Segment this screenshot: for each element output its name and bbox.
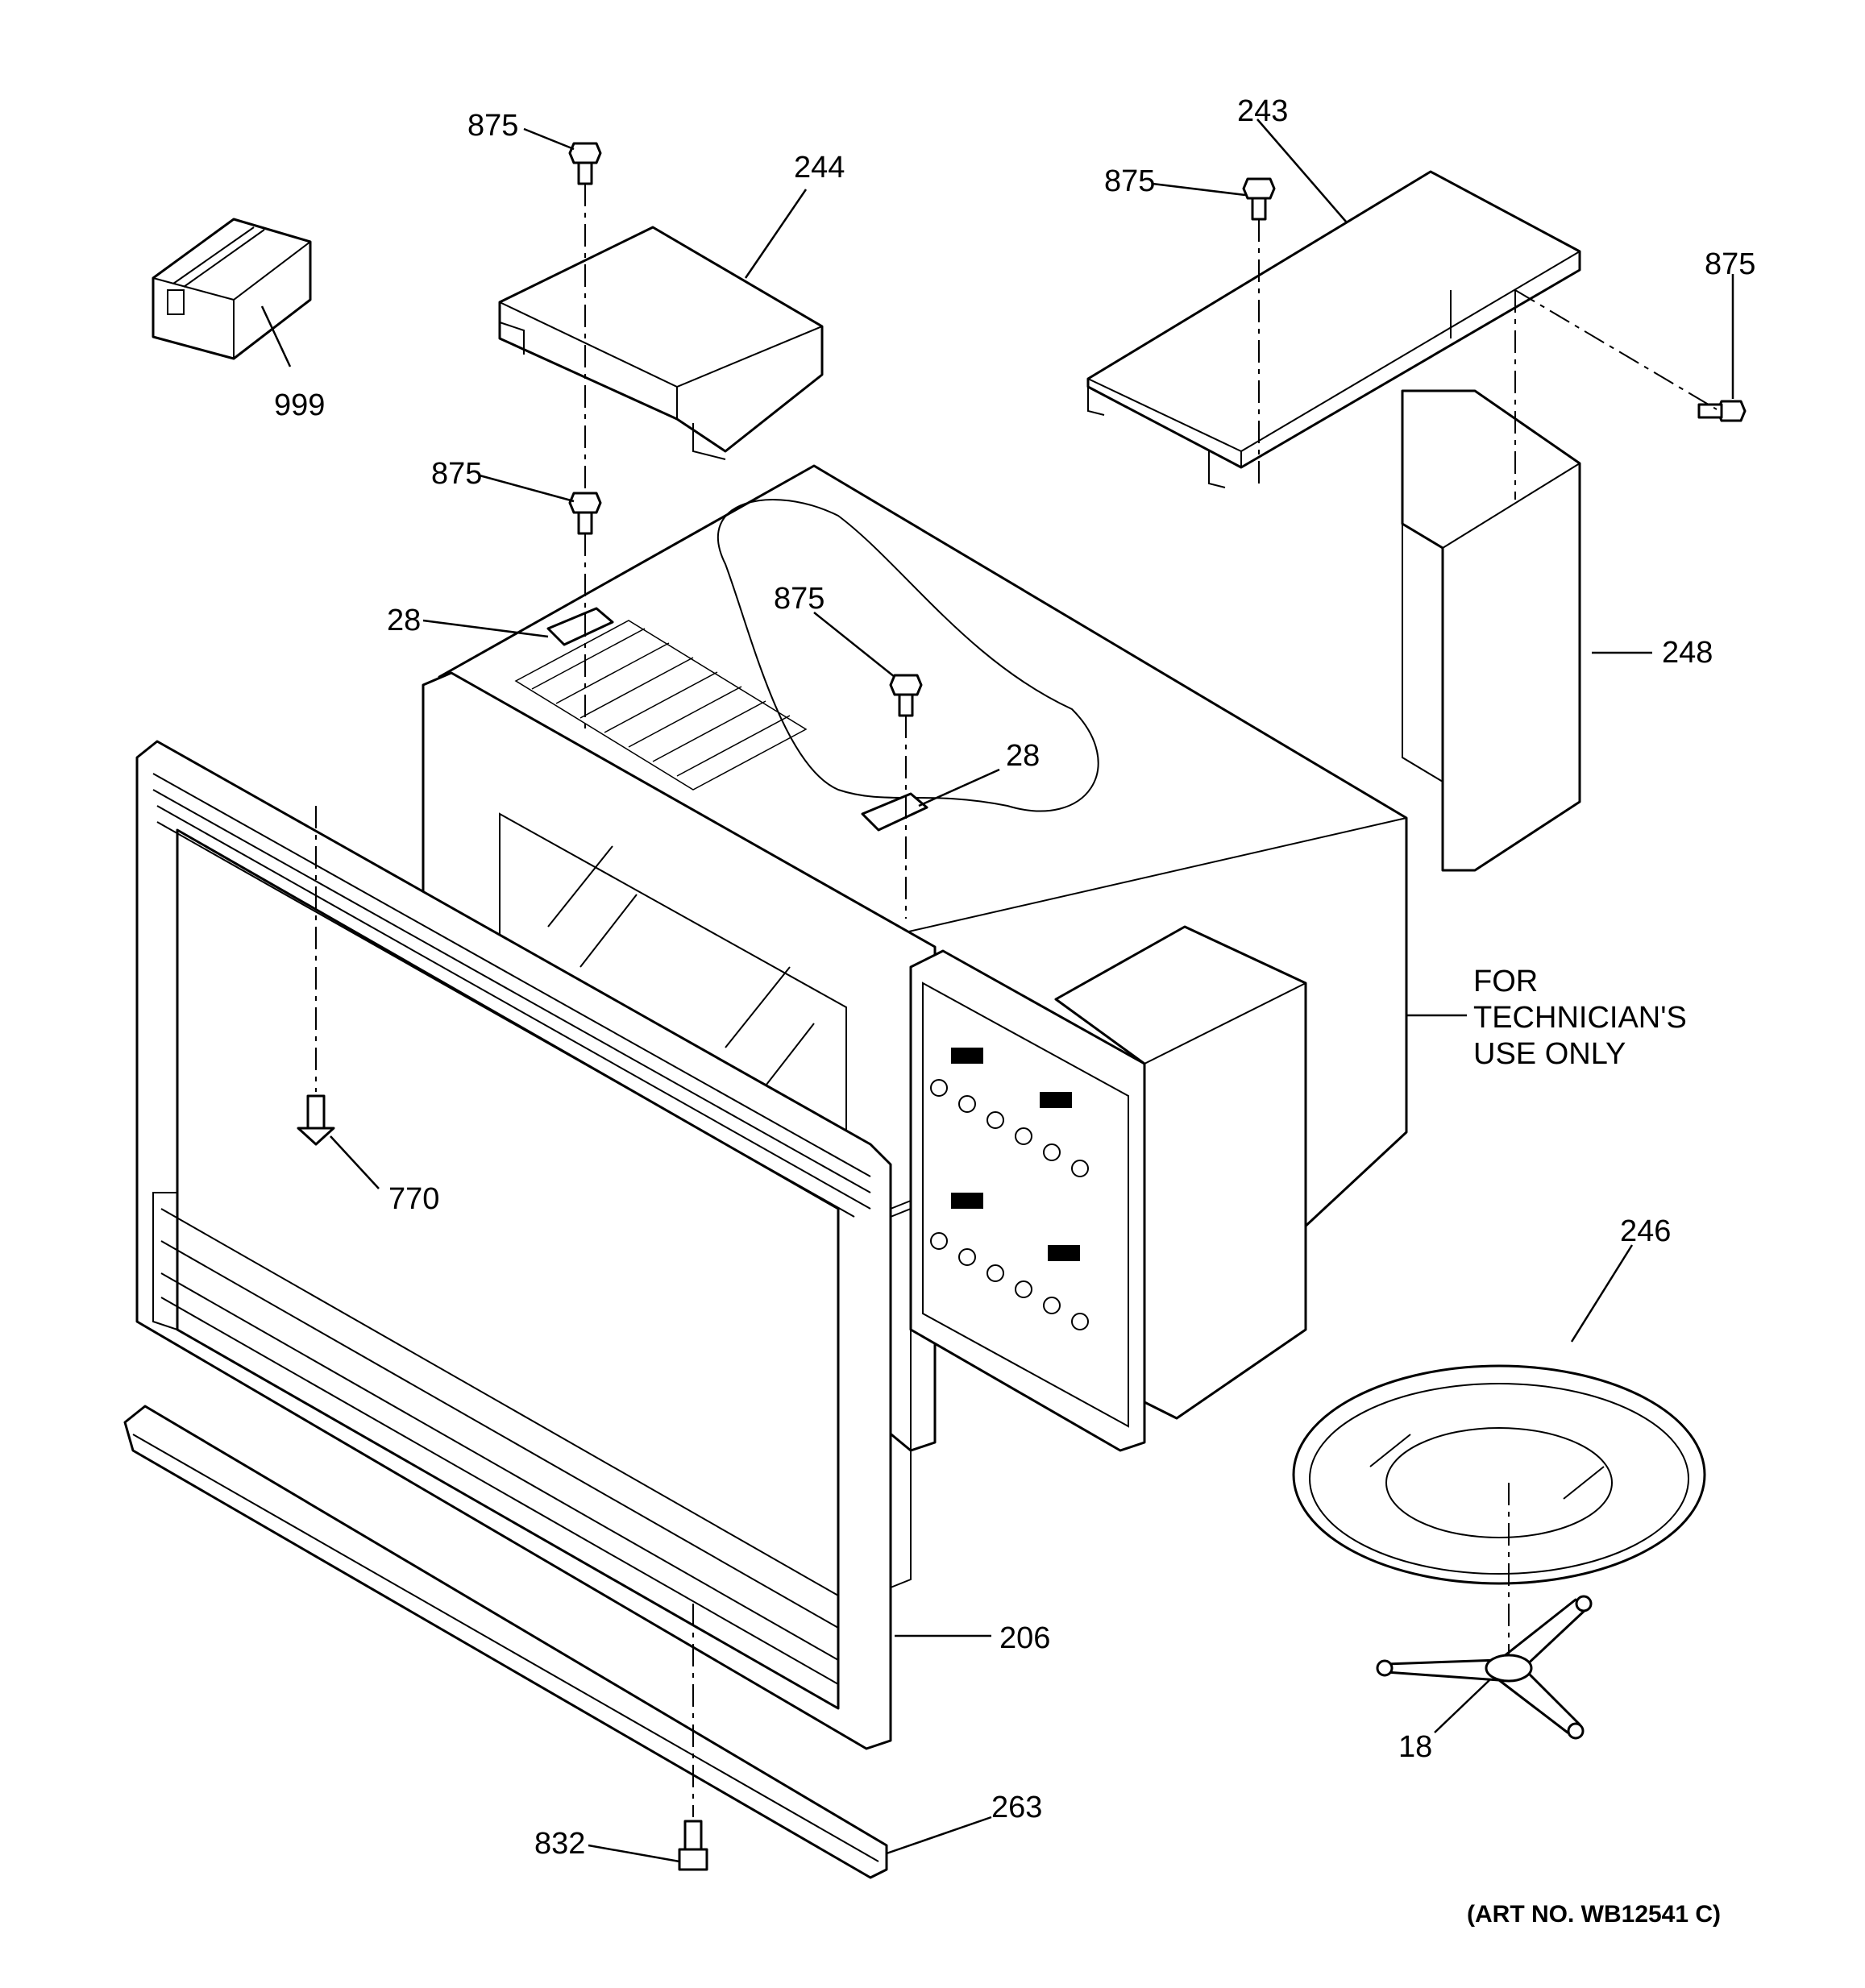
callout-875-center: 875 [774, 582, 825, 616]
note-line-3: USE ONLY [1473, 1037, 1626, 1071]
callout-246: 246 [1620, 1214, 1671, 1248]
art-number: (ART NO. WB12541 C) [1467, 1901, 1721, 1928]
note-line-2: TECHNICIAN'S [1473, 1001, 1687, 1035]
callout-labels: 875 244 999 875 28 243 875 875 875 28 24… [274, 94, 1755, 1861]
screw-icon [678, 1820, 708, 1871]
callout-28-right: 28 [1006, 739, 1040, 773]
callout-28-left: 28 [387, 604, 421, 637]
callout-770: 770 [388, 1182, 439, 1216]
leader-lines [260, 118, 1734, 1863]
vent-grille [514, 620, 808, 791]
callout-875-mid-left: 875 [431, 457, 482, 491]
callout-875-right: 875 [1705, 247, 1755, 281]
screws [297, 142, 1747, 1871]
screw-icon [297, 1094, 335, 1146]
part-206-trim-frame [135, 740, 912, 1750]
callout-244: 244 [794, 151, 845, 185]
technician-note: FOR TECHNICIAN'S USE ONLY [1473, 965, 1687, 1071]
callout-875-top-left: 875 [467, 109, 518, 143]
assembly-lines [315, 184, 1718, 1817]
note-line-1: FOR [1473, 965, 1538, 998]
screw-icon [568, 142, 602, 185]
part-248-panel [1401, 389, 1581, 872]
part-18-roller-support [1376, 1595, 1593, 1740]
callout-999: 999 [274, 388, 325, 422]
callout-248: 248 [1662, 636, 1713, 670]
part-263-bottom-trim [123, 1405, 888, 1879]
callout-206: 206 [999, 1621, 1050, 1655]
screw-icon [1697, 400, 1747, 422]
part-243-cover [1086, 170, 1581, 488]
callout-832: 832 [534, 1827, 585, 1861]
part-246-glass-tray [1292, 1364, 1706, 1585]
part-control-panel [909, 925, 1307, 1452]
callout-263: 263 [991, 1791, 1042, 1824]
callout-243: 243 [1237, 94, 1288, 128]
brackets-28 [546, 607, 928, 832]
part-244-cover [498, 226, 824, 460]
callout-18: 18 [1398, 1730, 1432, 1764]
screw-icon [889, 674, 923, 717]
callout-875-top-center: 875 [1104, 164, 1155, 198]
part-999-box [152, 218, 312, 360]
screw-icon [568, 492, 602, 535]
screw-icon [1242, 177, 1276, 221]
